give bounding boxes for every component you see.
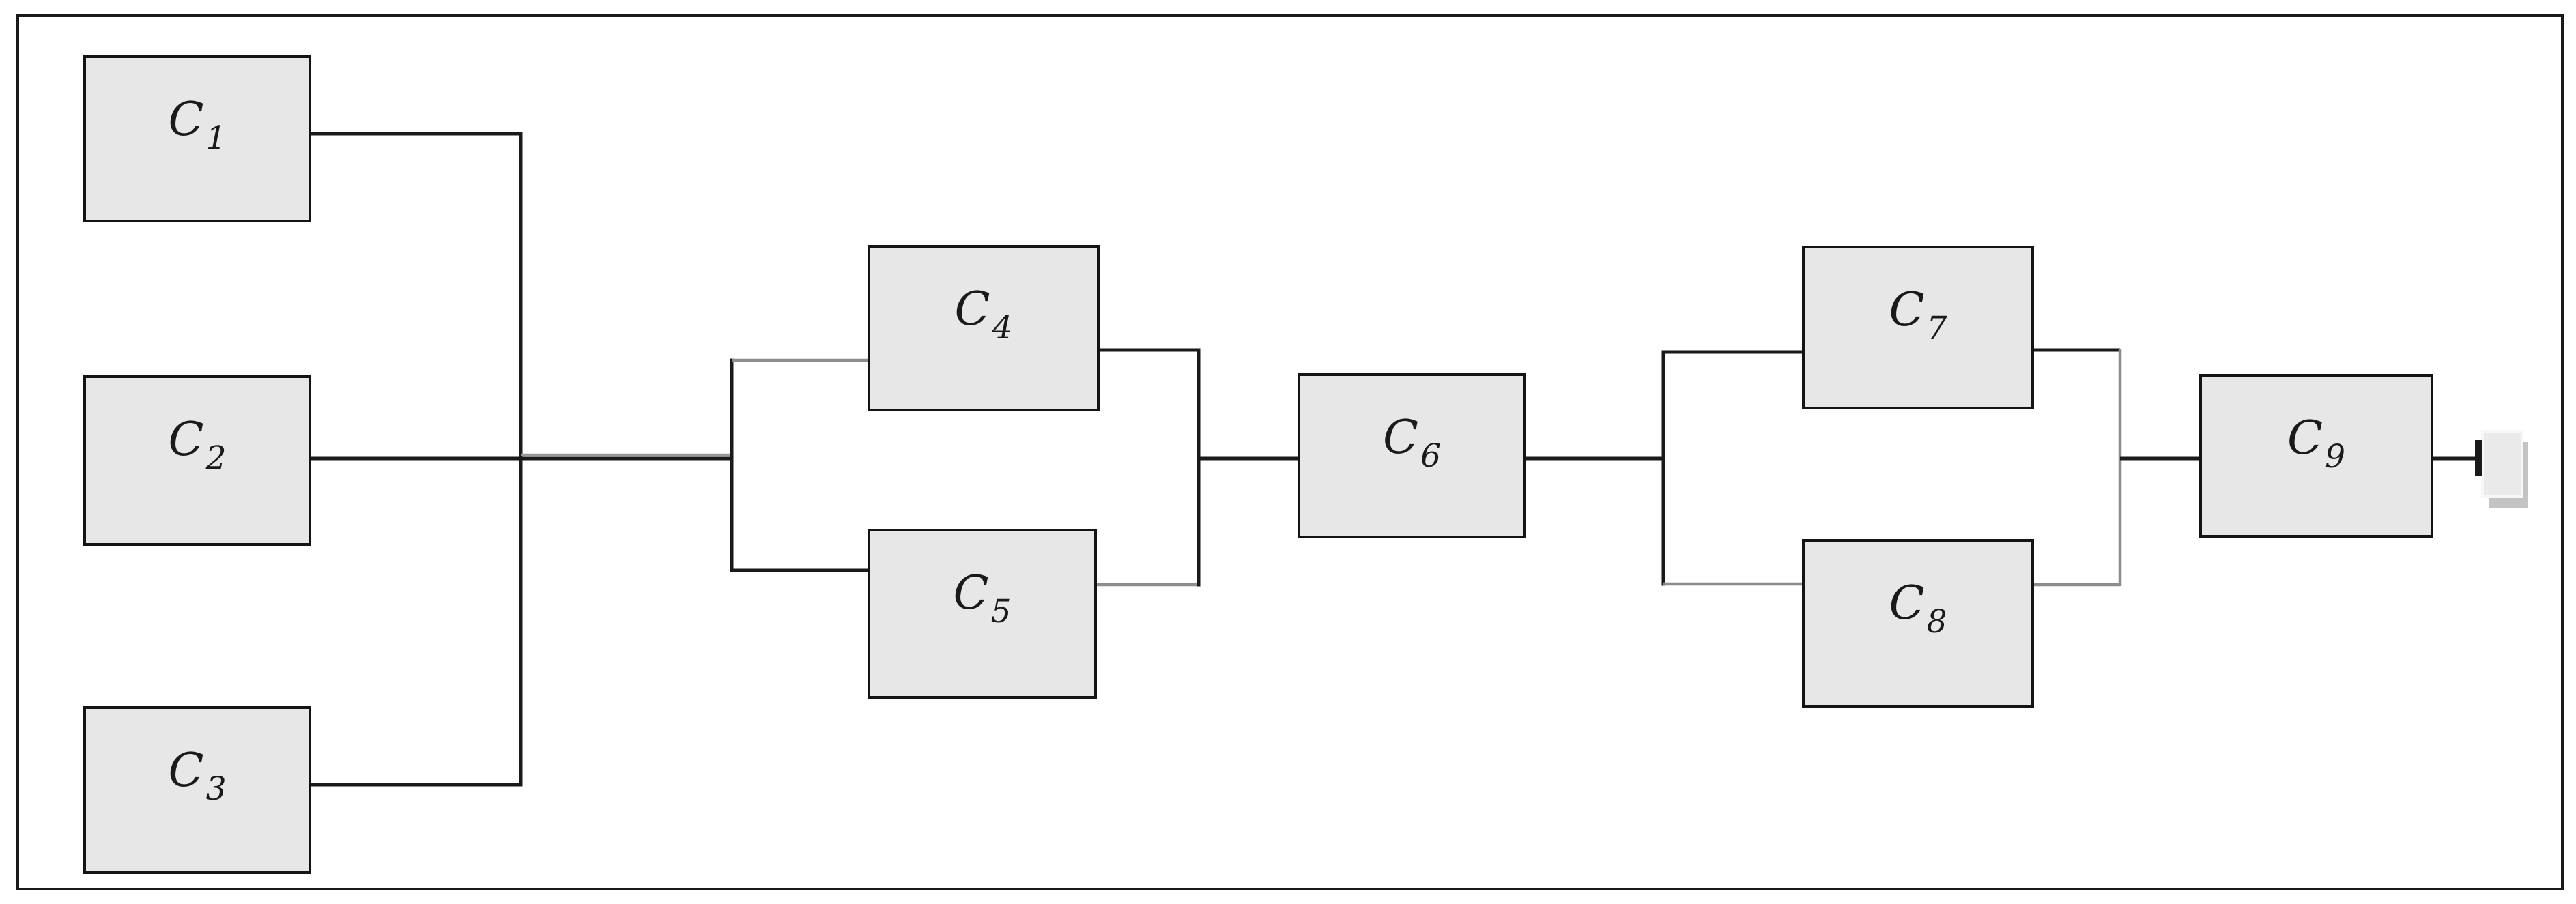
component-box-c1: C1 [83,55,311,222]
component-label-c7: C7 [1889,283,1947,348]
component-box-c5: C5 [868,529,1097,699]
component-label-c4: C4 [954,282,1013,347]
component-box-c4: C4 [868,245,1100,411]
component-label-c3: C3 [168,744,227,808]
component-label-c8: C8 [1889,577,1947,641]
end-terminator-bar-icon [2475,440,2482,476]
component-label-c9: C9 [2287,411,2345,476]
component-box-c7: C7 [1802,246,2034,409]
component-label-c2: C2 [168,413,227,478]
component-label-c1: C1 [168,93,227,158]
component-box-c2: C2 [83,375,311,546]
component-box-c9: C9 [2199,374,2433,538]
component-label-c6: C6 [1383,411,1441,476]
component-label-c5: C5 [953,566,1012,631]
component-box-c3: C3 [83,706,311,874]
component-box-c6: C6 [1298,373,1526,538]
component-box-c8: C8 [1802,539,2034,708]
end-terminator-box [2481,430,2523,498]
page-border [16,14,2564,890]
